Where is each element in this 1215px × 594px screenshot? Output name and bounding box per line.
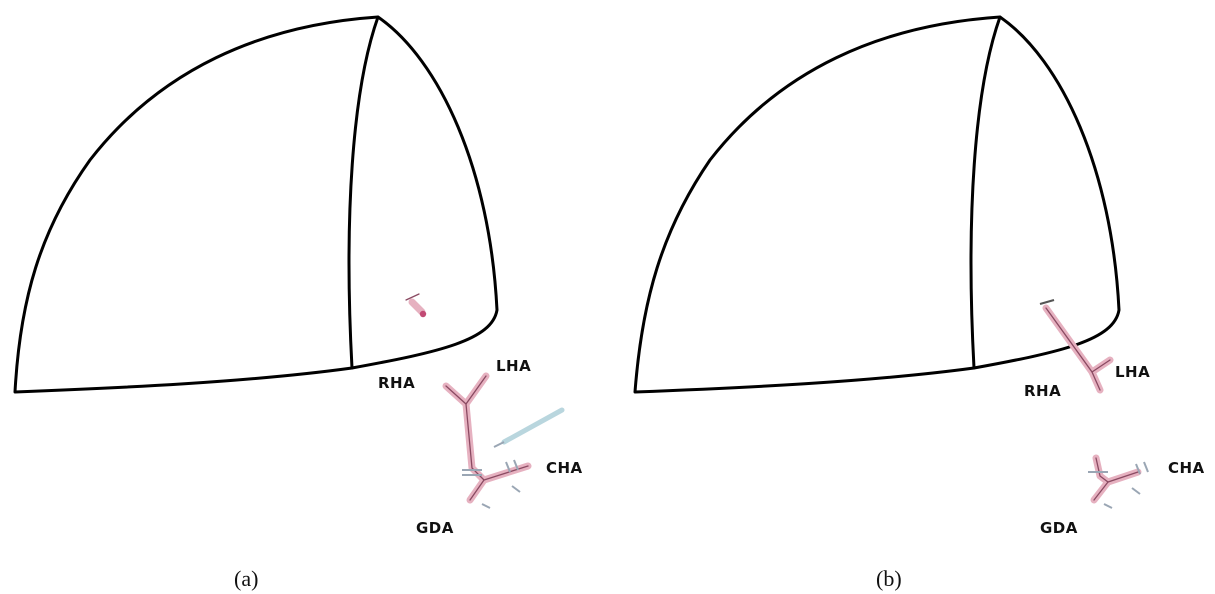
panel-a: RHA LHA CHA GDA (a) — [13, 15, 583, 591]
label-cha: CHA — [1168, 459, 1205, 477]
label-gda: GDA — [1040, 519, 1078, 537]
liver-outline — [633, 15, 1121, 394]
panel-b: RHA LHA CHA GDA (b) — [633, 15, 1205, 591]
label-lha: LHA — [1115, 363, 1150, 381]
label-rha: RHA — [1024, 382, 1061, 400]
caption-a: (a) — [234, 566, 258, 591]
artery-stump — [1090, 454, 1142, 504]
scalpel-icon — [493, 407, 565, 448]
label-gda: GDA — [416, 519, 454, 537]
vascular-clip-icon — [1088, 461, 1149, 509]
clip-end-icon — [1039, 298, 1055, 306]
vessel-stump-icon — [405, 293, 427, 318]
caption-b: (b) — [876, 566, 902, 591]
label-lha: LHA — [496, 357, 531, 375]
liver-outline — [13, 15, 499, 394]
vascular-clip-icon — [462, 459, 521, 509]
hepatic-artery-branches — [1039, 298, 1114, 394]
label-rha: RHA — [378, 374, 415, 392]
label-cha: CHA — [546, 459, 583, 477]
